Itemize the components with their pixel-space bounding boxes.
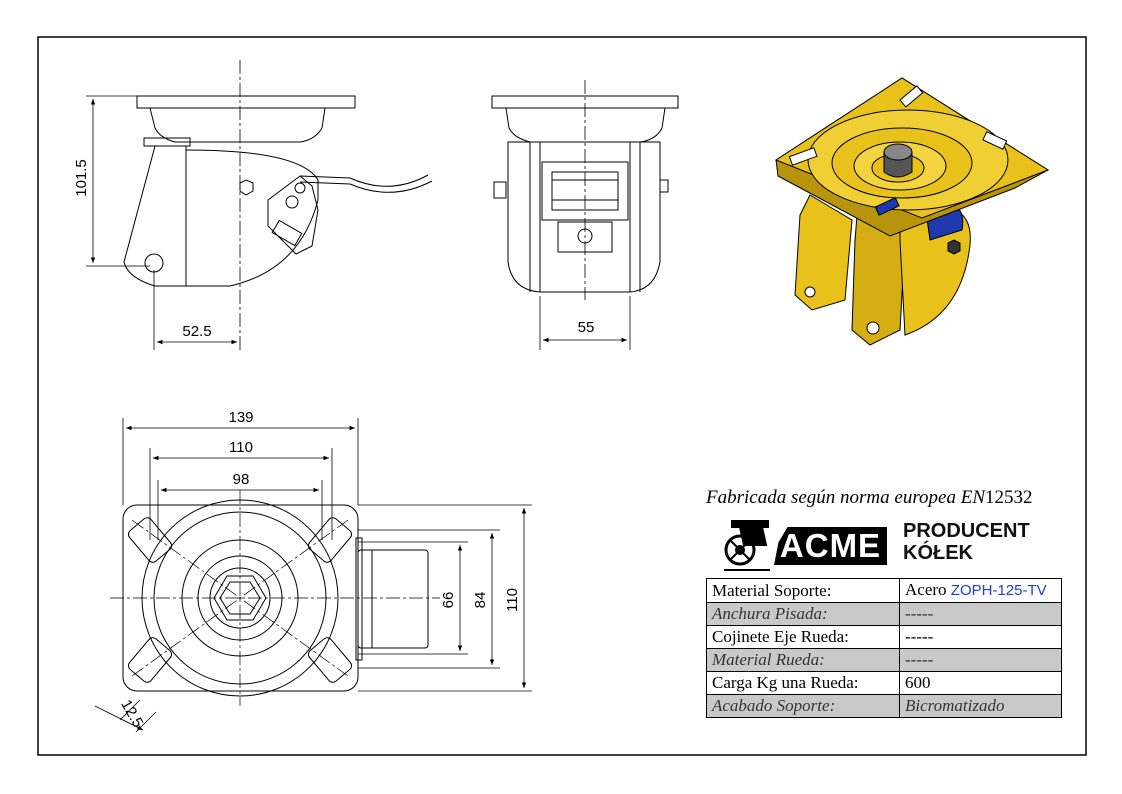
spec-label: Material Rueda:: [706, 648, 900, 672]
spec-value: Acero ZOPH-125-TV: [899, 578, 1062, 603]
producer-line1: PRODUCENT: [903, 520, 1030, 542]
spec-label: Acabado Soporte:: [706, 694, 900, 718]
top-view-centerlines: [110, 490, 440, 706]
dim-width-front: 55: [578, 319, 595, 336]
isometric-view: [774, 77, 1050, 346]
acme-logo: ACME: [774, 527, 887, 565]
spec-value: -----: [899, 648, 1062, 672]
caster-logo-icon: [724, 520, 770, 571]
spec-row: Material Soporte: Acero ZOPH-125-TV: [706, 578, 1062, 603]
spec-row: Carga Kg una Rueda: 600: [706, 671, 1062, 695]
spec-label: Cojinete Eje Rueda:: [706, 625, 900, 649]
dim-plate-width: 110: [504, 588, 521, 612]
side-view-dims: [86, 60, 241, 350]
front-view: [491, 95, 679, 293]
norm-number: 12532: [985, 487, 1033, 508]
spec-label: Carga Kg una Rueda:: [706, 671, 900, 695]
spec-value: 600: [899, 671, 1062, 695]
spec-row: Acabado Soporte: Bicromatizado: [706, 694, 1062, 718]
spec-value-text: Acero: [905, 580, 947, 599]
dim-hole-spacing-inner: 98: [233, 471, 250, 488]
spec-table: Material Soporte: Acero ZOPH-125-TV Anch…: [706, 578, 1062, 718]
spec-label: Material Soporte:: [706, 578, 900, 603]
dim-height-side: 101.5: [73, 159, 90, 197]
spec-row: Anchura Pisada: -----: [706, 602, 1062, 626]
product-code: ZOPH-125-TV: [950, 582, 1047, 599]
drawing-frame: [37, 36, 1087, 756]
spec-row: Cojinete Eje Rueda: -----: [706, 625, 1062, 649]
dim-hole-spacing-66: 66: [440, 592, 457, 609]
spec-row: Material Rueda: -----: [706, 648, 1062, 672]
norm-text: Fabricada según norma europea EN12532: [706, 487, 1033, 509]
spec-label: Anchura Pisada:: [706, 602, 900, 626]
producer-name: PRODUCENT KÓŁEK: [903, 520, 1030, 564]
dim-hole-spacing-outer: 110: [229, 439, 253, 456]
side-view: [123, 95, 433, 287]
top-view-dims: [94, 418, 532, 733]
producer-line2: KÓŁEK: [903, 542, 973, 564]
front-view-dims: [539, 80, 631, 350]
dim-hole-spacing-84: 84: [472, 592, 489, 609]
spec-value: Bicromatizado: [899, 694, 1062, 718]
norm-label: Fabricada según norma europea EN: [706, 487, 985, 508]
spec-value: -----: [899, 602, 1062, 626]
dim-plate-length: 139: [228, 409, 253, 426]
dim-offset-side: 52.5: [182, 323, 211, 340]
spec-value: -----: [899, 625, 1062, 649]
